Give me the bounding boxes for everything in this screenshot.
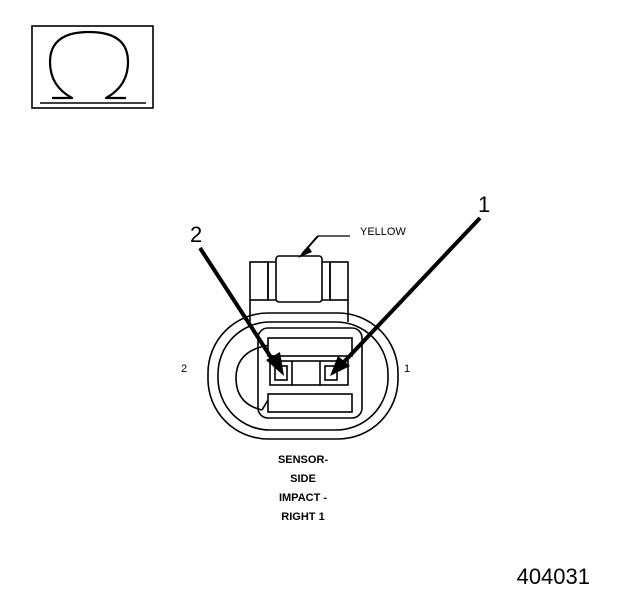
pin-label-left: 2 (181, 363, 187, 375)
caption-line: SIDE (290, 473, 316, 485)
ohm-symbol-icon (31, 25, 154, 109)
wire-color-label: YELLOW (360, 226, 406, 238)
figure-number: 404031 (517, 564, 590, 589)
caption-line: SENSOR- (278, 454, 328, 466)
caption-line: IMPACT - (279, 492, 327, 504)
connector-body (207, 255, 399, 440)
connector-caption: SENSOR- SIDE IMPACT - RIGHT 1 (278, 454, 328, 523)
caption-line: RIGHT 1 (281, 511, 324, 523)
wire-leader (298, 235, 350, 258)
pin-label-right: 1 (404, 363, 410, 375)
callout-label-right: 1 (478, 192, 490, 217)
callout-arrow-left (198, 246, 284, 376)
callout-label-left: 2 (190, 222, 202, 247)
callout-arrow-right (330, 216, 482, 376)
